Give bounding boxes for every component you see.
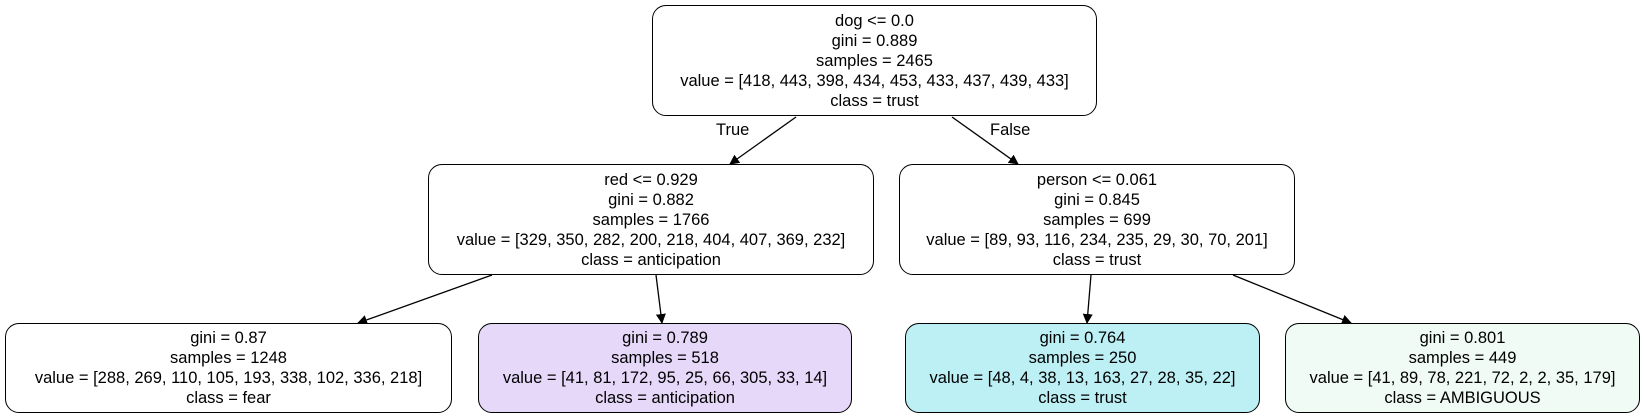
edge-root-to-right [951, 116, 1019, 165]
node-value: value = [288, 269, 110, 105, 193, 338, 1… [34, 369, 423, 387]
node-condition: person <= 0.061 [1036, 170, 1158, 189]
node-leaf-ambiguous: gini = 0.801 samples = 449 value = [41, … [1285, 323, 1640, 413]
node-class: class = AMBIGUOUS [1384, 389, 1541, 407]
node-value: value = [89, 93, 116, 234, 235, 29, 30, … [926, 230, 1268, 249]
node-condition: dog <= 0.0 [835, 11, 914, 30]
node-gini: gini = 0.889 [831, 31, 918, 50]
node-samples: samples = 1766 [592, 210, 710, 229]
node-samples: samples = 518 [611, 349, 719, 367]
node-value: value = [41, 89, 78, 221, 72, 2, 2, 35, … [1309, 369, 1616, 387]
node-value: value = [48, 4, 38, 13, 163, 27, 28, 35,… [929, 369, 1236, 387]
node-samples: samples = 250 [1028, 349, 1137, 367]
node-value: value = [329, 350, 282, 200, 218, 404, 4… [456, 230, 846, 249]
edge-left-to-leaf-fear [357, 274, 493, 325]
node-right-split: person <= 0.061 gini = 0.845 samples = 6… [899, 164, 1295, 275]
node-class: class = anticipation [595, 389, 735, 407]
node-class: class = fear [186, 389, 271, 407]
edge-right-to-leaf-trust [1082, 274, 1093, 324]
node-value: value = [41, 81, 172, 95, 25, 66, 305, 3… [502, 369, 828, 387]
node-gini: gini = 0.845 [1054, 190, 1140, 209]
node-root: dog <= 0.0 gini = 0.889 samples = 2465 v… [652, 5, 1097, 116]
node-gini: gini = 0.789 [622, 329, 708, 347]
node-class: class = trust [1052, 250, 1142, 269]
node-gini: gini = 0.801 [1419, 329, 1506, 347]
node-leaf-anticipation: gini = 0.789 samples = 518 value = [41, … [478, 323, 852, 413]
edge-root-to-left [729, 116, 797, 165]
node-value: value = [418, 443, 398, 434, 453, 433, 4… [680, 71, 1069, 90]
node-gini: gini = 0.87 [190, 329, 267, 347]
node-class: class = trust [1038, 389, 1127, 407]
edge-label-false: False [990, 121, 1031, 139]
node-condition: red <= 0.929 [604, 170, 698, 189]
node-samples: samples = 2465 [816, 51, 933, 70]
node-samples: samples = 1248 [170, 349, 287, 367]
node-gini: gini = 0.764 [1039, 329, 1126, 347]
node-class: class = trust [830, 91, 919, 110]
node-leaf-trust: gini = 0.764 samples = 250 value = [48, … [905, 323, 1260, 413]
edge-label-true: True [716, 121, 750, 139]
edge-left-to-leaf-anticipation [655, 274, 666, 324]
node-samples: samples = 699 [1043, 210, 1151, 229]
node-gini: gini = 0.882 [608, 190, 694, 209]
node-left-split: red <= 0.929 gini = 0.882 samples = 1766… [428, 164, 874, 275]
node-class: class = anticipation [581, 250, 721, 269]
node-leaf-fear: gini = 0.87 samples = 1248 value = [288,… [5, 323, 452, 413]
edge-right-to-leaf-ambiguous [1232, 274, 1352, 325]
node-samples: samples = 449 [1408, 349, 1517, 367]
